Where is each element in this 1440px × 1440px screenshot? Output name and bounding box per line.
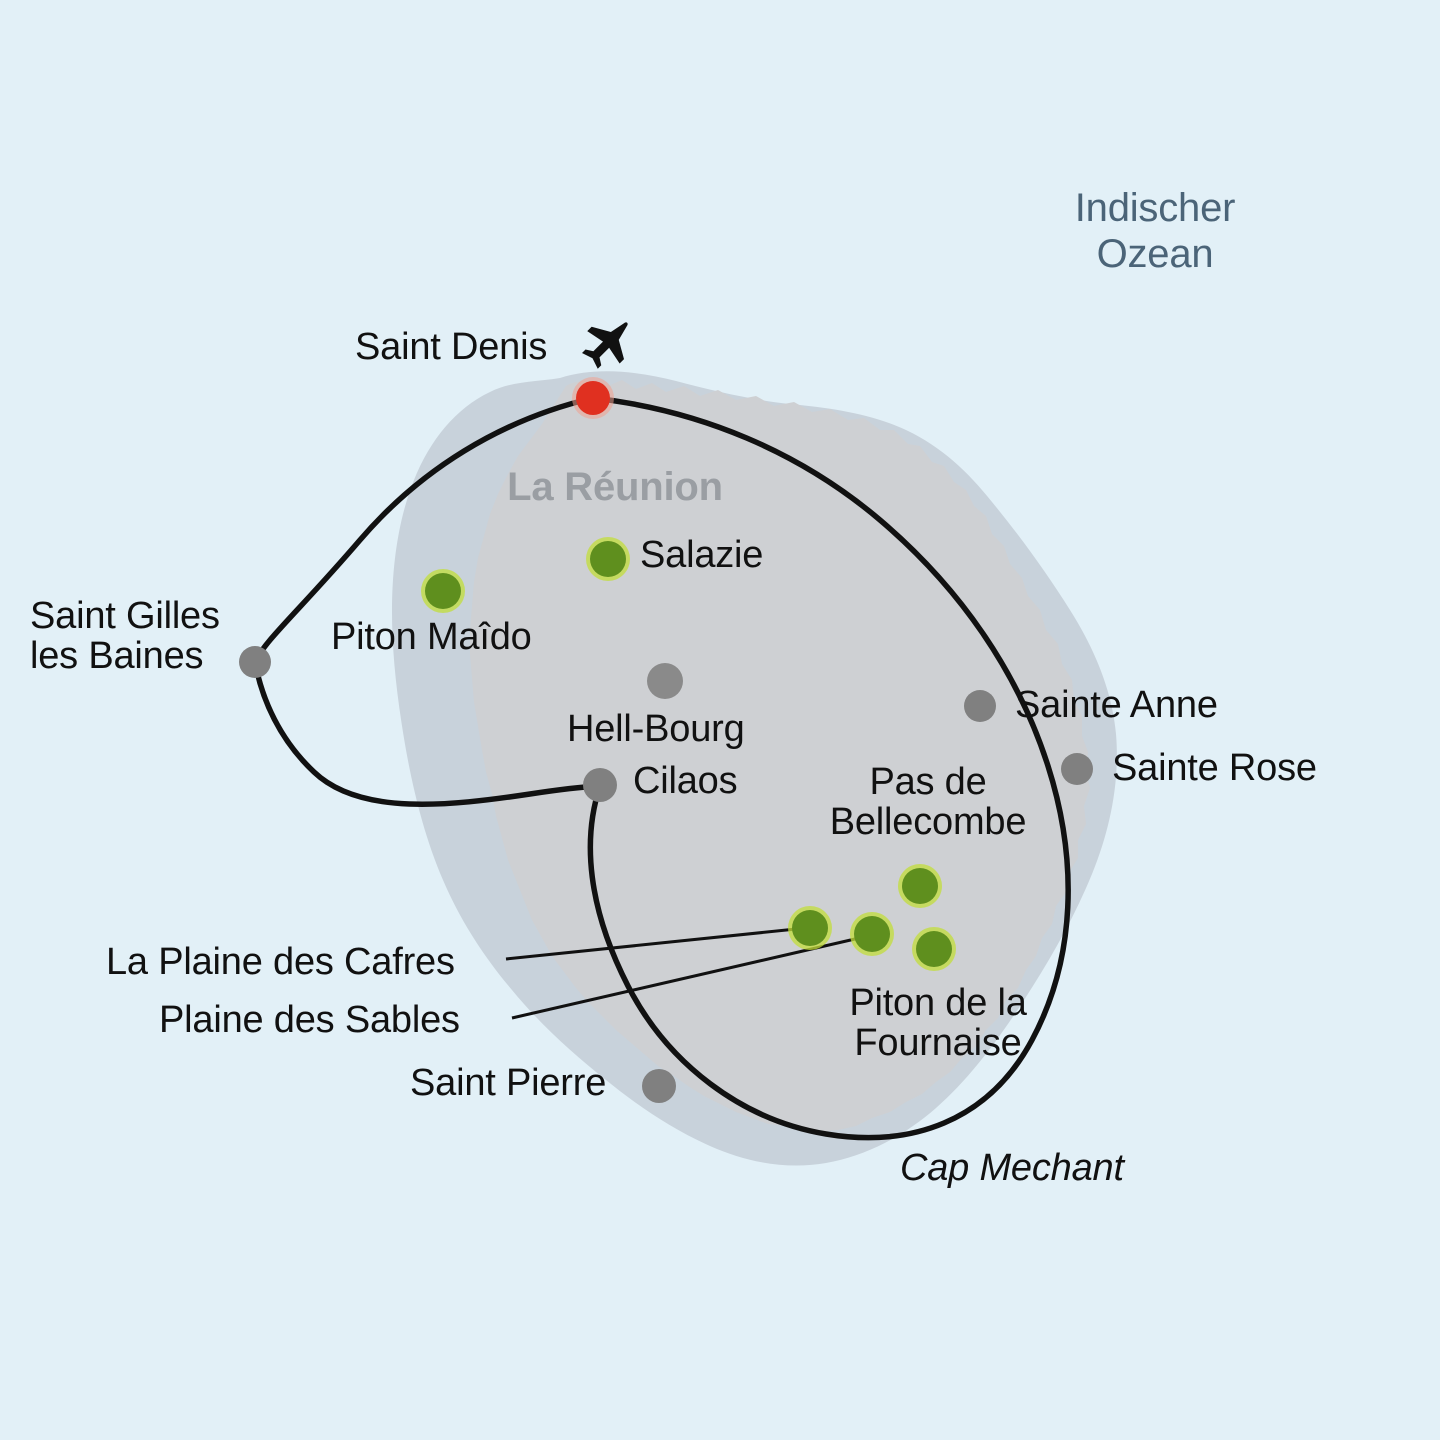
label-la-plaine-des-cafres: La Plaine des Cafres (106, 941, 455, 983)
island-name-label: La Réunion (507, 465, 723, 509)
marker-saint-denis[interactable] (576, 381, 610, 415)
marker-pas-de-bellecombe[interactable] (902, 868, 938, 904)
marker-saint-pierre[interactable] (642, 1069, 676, 1103)
label-pas-de-bellecombe: Pas de Bellecombe (829, 761, 1027, 844)
ocean-label: Indischer Ozean (1074, 186, 1236, 276)
marker-layer (239, 377, 1093, 1103)
label-cap-mechant: Cap Mechant (900, 1147, 1124, 1189)
marker-cilaos[interactable] (583, 768, 617, 802)
marker-piton-de-la-fournaise[interactable] (916, 931, 952, 967)
label-saint-gilles: Saint Gilles les Baines (30, 595, 220, 678)
marker-sainte-anne[interactable] (964, 690, 996, 722)
label-piton-de-la-fournaise: Piton de la Fournaise (849, 982, 1027, 1065)
label-hell-bourg: Hell-Bourg (567, 708, 745, 750)
marker-saint-gilles[interactable] (239, 646, 271, 678)
marker-salazie[interactable] (590, 541, 626, 577)
label-saint-pierre: Saint Pierre (410, 1062, 607, 1104)
marker-sainte-rose[interactable] (1061, 753, 1093, 785)
label-salazie: Salazie (640, 534, 764, 576)
marker-hell-bourg[interactable] (647, 663, 683, 699)
leader-line-cafres (505, 926, 807, 961)
marker-piton-maido[interactable] (425, 573, 461, 609)
label-sainte-rose: Sainte Rose (1112, 747, 1317, 789)
route-west-loop[interactable] (252, 395, 603, 807)
label-plaine-des-sables: Plaine des Sables (159, 999, 460, 1041)
label-piton-maido: Piton Maîdo (331, 616, 532, 658)
marker-la-plaine-des-cafres[interactable] (792, 910, 828, 946)
label-sainte-anne: Sainte Anne (1015, 684, 1218, 726)
marker-plaine-des-sables[interactable] (854, 916, 890, 952)
route-main-loop[interactable] (587, 395, 1071, 1141)
airplane-icon (582, 322, 628, 369)
label-cilaos: Cilaos (633, 760, 738, 802)
label-saint-denis: Saint Denis (355, 326, 548, 368)
